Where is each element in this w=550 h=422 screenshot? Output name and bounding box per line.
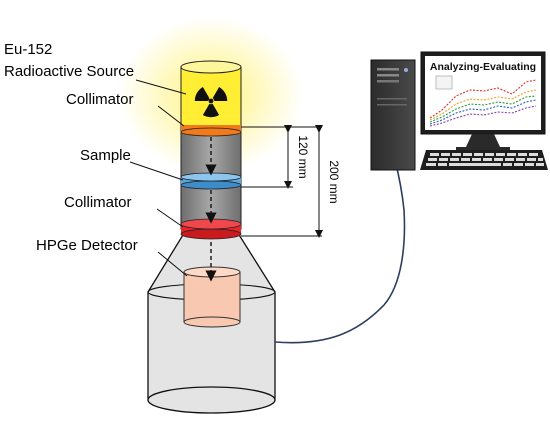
dimension-120: 120 mm (296, 135, 310, 178)
keyboard (420, 150, 548, 170)
computer-tower (370, 59, 416, 171)
label-detector: HPGe Detector (36, 237, 138, 254)
screen-mini-chart (429, 75, 537, 127)
collimator-bottom-disk (180, 218, 242, 240)
collimator-top-disk (180, 125, 242, 137)
label-source-type: Radioactive Source (4, 63, 134, 80)
label-collimator-bottom: Collimator (64, 194, 132, 211)
signal-cable (274, 159, 406, 344)
label-collimator-top: Collimator (66, 91, 134, 108)
hpge-crystal (183, 266, 241, 328)
radiation-icon (194, 86, 228, 118)
screen-title: Analyzing-Evaluating (430, 61, 536, 73)
label-leaders (129, 79, 188, 277)
label-source-isotope: Eu-152 (4, 41, 52, 58)
dimension-lines (241, 125, 323, 238)
label-sample: Sample (80, 147, 131, 164)
dimension-200: 200 mm (327, 160, 341, 203)
sample-disk (180, 172, 242, 190)
